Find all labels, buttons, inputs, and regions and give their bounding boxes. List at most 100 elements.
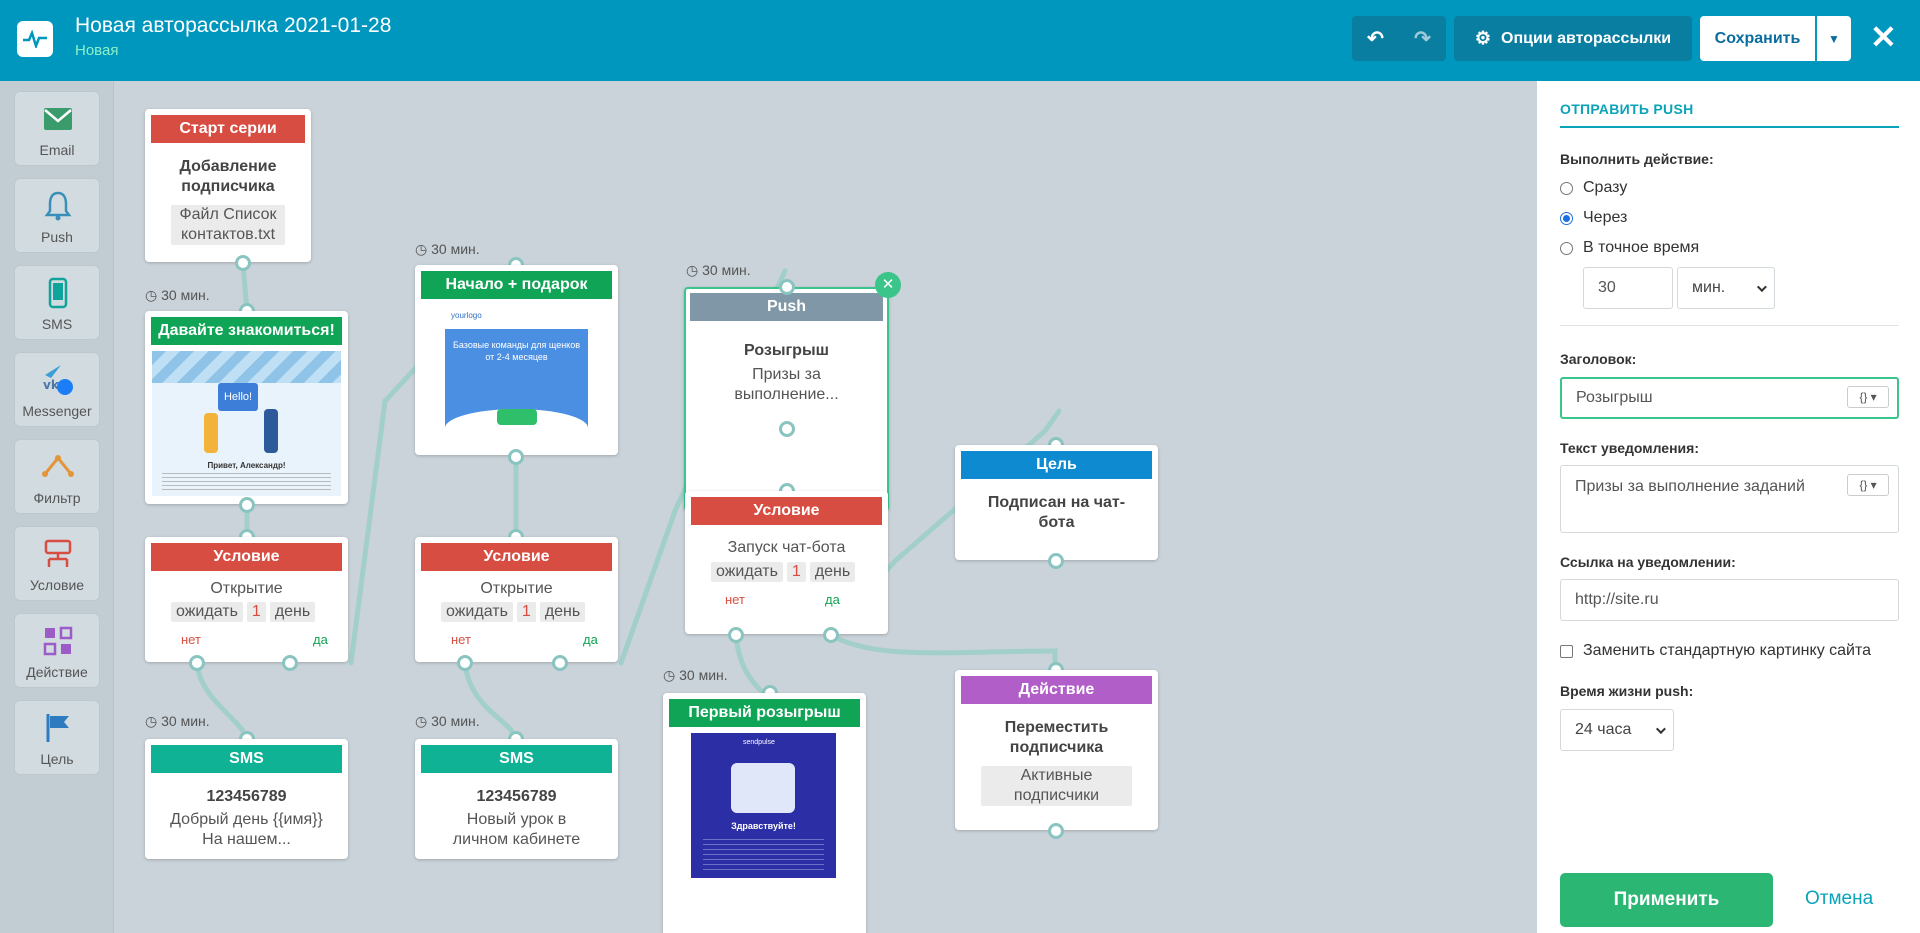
flow-node-email1[interactable]: Давайте знакомиться! Hello! Привет, Алек… (145, 311, 348, 504)
tool-condition[interactable]: Условие (14, 526, 100, 601)
thumb-text-lines (162, 473, 331, 491)
filter-icon (42, 455, 74, 477)
node-header: Давайте знакомиться! (151, 317, 342, 345)
node-port[interactable] (1048, 553, 1064, 569)
apply-button[interactable]: Применить (1560, 873, 1773, 927)
node-port[interactable] (239, 497, 255, 513)
remove-node-icon[interactable]: ✕ (875, 272, 901, 298)
variable-insert-button[interactable]: {} ▾ (1847, 386, 1889, 408)
app-logo[interactable] (17, 21, 53, 57)
thumb-text: Здравствуйте! (731, 821, 796, 831)
element-toolbar: Email Push SMS vk Messenger Фильтр Услов… (0, 81, 114, 933)
radio-after[interactable]: Через (1560, 209, 1627, 227)
flow-node-start[interactable]: Старт серии Добавление подписчика Файл С… (145, 109, 311, 262)
gear-icon: ⚙ (1474, 28, 1491, 48)
node-port[interactable] (552, 655, 568, 671)
branch-no: нет (725, 592, 745, 607)
save-button[interactable]: Сохранить (1700, 16, 1815, 61)
redo-icon[interactable]: ↷ (1414, 28, 1431, 50)
thumb-text: Базовые команды для щенков от 2-4 месяце… (453, 340, 581, 362)
options-button[interactable]: ⚙ Опции авторассылки (1454, 16, 1692, 61)
clock-icon: ◷ (663, 667, 676, 683)
node-port[interactable] (1048, 823, 1064, 839)
node-port[interactable] (779, 421, 795, 437)
link-input[interactable]: http://site.ru (1560, 579, 1899, 621)
save-dropdown-button[interactable]: ▼ (1817, 16, 1851, 61)
thumb-topbar: yourlogo (445, 305, 588, 329)
notification-text-area[interactable]: Призы за выполнение заданий (1560, 465, 1899, 533)
flow-node-email3[interactable]: Первый розыгрыш sendpulse Здравствуйте! (663, 693, 866, 933)
thumb-card (497, 409, 537, 425)
flow-node-goal[interactable]: Цель Подписан на чат-бота (955, 445, 1158, 560)
flow-canvas[interactable]: Старт серии Добавление подписчика Файл С… (115, 81, 1537, 933)
email-thumbnail: yourlogo Базовые команды для щенков от 2… (445, 305, 588, 447)
delay-unit-select[interactable]: мин. (1677, 267, 1775, 309)
wait-label: ожидать (441, 602, 513, 622)
node-port[interactable] (823, 627, 839, 643)
node-port[interactable] (457, 655, 473, 671)
checkbox-label: Заменить стандартную картинку сайта (1583, 642, 1872, 659)
node-name: 123456789 (206, 788, 287, 805)
link-label: Ссылка на уведомлении: (1560, 554, 1736, 570)
select-value: мин. (1692, 279, 1726, 296)
push-settings-panel: ОТПРАВИТЬ PUSH Выполнить действие: Сразу… (1537, 81, 1920, 933)
braces-icon: {} (1859, 478, 1868, 492)
variable-insert-button[interactable]: {} ▾ (1847, 474, 1889, 496)
replace-image-checkbox[interactable]: Заменить стандартную картинку сайта (1560, 642, 1871, 660)
node-desc: Новый урок в личном кабинете (452, 811, 581, 848)
radio-exact[interactable]: В точное время (1560, 239, 1699, 257)
chevron-down-icon: ▼ (1828, 31, 1840, 46)
heading-input[interactable]: Розыгрыш (1560, 377, 1899, 419)
input-value: http://site.ru (1575, 591, 1659, 608)
delay-label: ◷ 30 мин. (686, 262, 751, 278)
thumb-figure (264, 409, 278, 453)
delay-value-input[interactable]: 30 (1583, 267, 1673, 309)
delay-label: ◷ 30 мин. (145, 713, 210, 729)
undo-icon[interactable]: ↶ (1367, 28, 1384, 50)
text-label: Текст уведомления: (1560, 440, 1699, 456)
tool-email[interactable]: Email (14, 91, 100, 166)
tool-label: Email (39, 142, 75, 158)
flow-node-action[interactable]: Действие Переместить подписчика Активные… (955, 670, 1158, 830)
radio-now[interactable]: Сразу (1560, 179, 1627, 197)
svg-text:vk: vk (43, 378, 60, 392)
tool-label: Фильтр (33, 490, 81, 506)
node-port[interactable] (508, 449, 524, 465)
flow-node-sms1[interactable]: SMS 123456789 Добрый день {{имя}} На наш… (145, 739, 348, 859)
cancel-button[interactable]: Отмена (1805, 888, 1874, 909)
flow-node-push-selected[interactable]: Push Розыгрыш Призы за выполнение... (684, 287, 889, 511)
tool-filter[interactable]: Фильтр (14, 439, 100, 514)
flow-node-email2[interactable]: Начало + подарок yourlogo Базовые команд… (415, 265, 618, 455)
chevron-down-icon (1655, 724, 1666, 735)
radio-label: Через (1583, 209, 1628, 226)
pulse-icon (23, 30, 47, 48)
tool-push[interactable]: Push (14, 178, 100, 253)
node-name: Подписан на чат-бота (987, 494, 1126, 531)
node-desc: Открытие (210, 580, 283, 597)
tool-action[interactable]: Действие (14, 613, 100, 688)
radio-circle-checked (1560, 211, 1573, 225)
node-port[interactable] (779, 279, 795, 295)
node-port[interactable] (728, 627, 744, 643)
phone-icon (48, 277, 68, 309)
node-port[interactable] (282, 655, 298, 671)
node-port[interactable] (189, 655, 205, 671)
tool-goal[interactable]: Цель (14, 700, 100, 775)
branch-yes: да (583, 632, 598, 647)
node-chip: Файл Список контактов.txt (171, 205, 285, 245)
tool-messenger[interactable]: vk Messenger (14, 352, 100, 427)
node-header: SMS (151, 745, 342, 773)
clock-icon: ◷ (686, 262, 699, 278)
node-port[interactable] (235, 255, 251, 271)
wait-number: 1 (786, 562, 806, 582)
close-icon[interactable]: ✕ (1870, 19, 1897, 55)
ttl-select[interactable]: 24 часа (1560, 709, 1674, 751)
thumb-brand: yourlogo (451, 311, 482, 320)
tool-sms[interactable]: SMS (14, 265, 100, 340)
flow-node-sms2[interactable]: SMS 123456789 Новый урок в личном кабине… (415, 739, 618, 859)
radio-circle (1560, 181, 1573, 195)
